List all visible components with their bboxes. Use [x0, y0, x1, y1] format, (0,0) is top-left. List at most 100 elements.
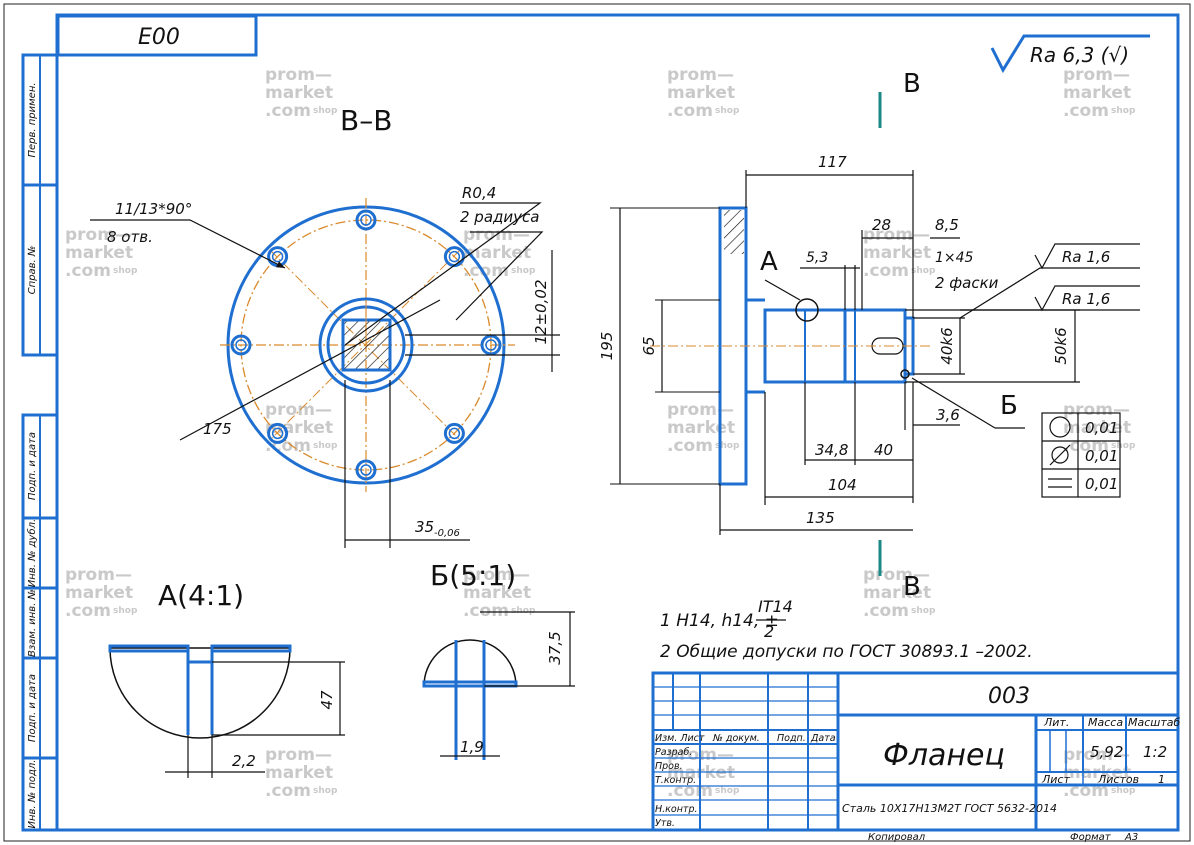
svg-text:shop: shop	[511, 606, 536, 616]
col-mass: Масса	[1088, 716, 1123, 729]
dim-117: 117	[818, 153, 847, 171]
cylindricity-icon	[1049, 444, 1071, 466]
svg-text:market: market	[1063, 83, 1131, 103]
svg-text:prom—: prom—	[463, 565, 530, 585]
front-view-dimensions	[90, 202, 560, 548]
detail-a	[108, 644, 345, 778]
dim-65: 65	[640, 336, 658, 355]
head-izm: Изм. Лист	[655, 733, 705, 744]
parallelism-icon	[1048, 478, 1072, 488]
col-scale: Масштаб	[1128, 716, 1180, 729]
svg-text:.com: .com	[1063, 101, 1109, 121]
svg-text:market: market	[65, 243, 133, 263]
row-nkontr: Н.контр.	[655, 804, 698, 815]
svg-text:.com: .com	[863, 261, 909, 281]
bolt-hole	[355, 459, 377, 481]
holes-note-2: 8 отв.	[107, 228, 153, 246]
detail-b	[422, 611, 575, 760]
drawing-frame	[3, 3, 1191, 842]
code-box: E00	[138, 25, 180, 50]
svg-text:.com: .com	[863, 601, 909, 621]
detail-b-title: Б(5:1)	[430, 559, 516, 592]
front-view	[220, 198, 515, 492]
svg-text:prom—: prom—	[667, 400, 734, 420]
ra-2: Ra 1,6	[1062, 290, 1110, 308]
svg-text:shop: shop	[113, 266, 138, 276]
svg-text:shop: shop	[511, 266, 536, 276]
svg-text:market: market	[265, 83, 333, 103]
svg-text:market: market	[463, 243, 531, 263]
radius-note-1: R0,4	[462, 184, 496, 202]
tolerance-1: 0,01	[1085, 419, 1118, 437]
side-label-1: Перв. примен.	[27, 82, 38, 157]
bolt-hole	[267, 422, 289, 444]
detail-b-dim-19: 1,9	[460, 738, 484, 756]
svg-text:prom—: prom—	[265, 400, 332, 420]
detail-b-dim-375: 37,5	[546, 631, 564, 664]
row-tkontr: Т.контр.	[655, 775, 696, 786]
svg-text:prom—: prom—	[265, 65, 332, 85]
svg-text:market: market	[265, 763, 333, 783]
svg-text:market: market	[1063, 418, 1131, 438]
svg-text:.com: .com	[265, 101, 311, 121]
ra-1: Ra 1,6	[1062, 248, 1110, 266]
row-prov: Пров.	[655, 761, 683, 772]
bolt-hole	[443, 422, 465, 444]
sheets-value: 1	[1158, 773, 1165, 786]
svg-text:shop: shop	[715, 441, 740, 451]
dim-35-tol: -0,06	[434, 528, 460, 539]
head-doc: № докум.	[712, 733, 760, 744]
tolerance-3: 0,01	[1085, 475, 1118, 493]
holes-note-1: 11/13*90°	[115, 200, 192, 218]
dim-bolt-circle: 175	[203, 420, 232, 438]
chamfer-1: 1×45	[935, 250, 974, 266]
material: Сталь 10Х17Н13М2Т ГОСТ 5632-2014	[842, 802, 1057, 815]
side-view	[610, 206, 930, 486]
radius-note-2: 2 радиуса	[460, 208, 539, 226]
dim-195: 195	[598, 332, 616, 361]
dim-36: 3,6	[936, 406, 960, 424]
svg-text:.com: .com	[65, 261, 111, 281]
technical-notes: 1 H14, h14, ± IT14 2 2 Общие допуски по …	[660, 597, 1033, 662]
label-a: А	[760, 247, 778, 277]
svg-text:shop: shop	[1111, 786, 1136, 796]
svg-text:market: market	[863, 243, 931, 263]
format-label: Формат	[1070, 832, 1112, 843]
side-label-7: Инв. № подл.	[27, 760, 38, 829]
svg-text:shop: shop	[911, 266, 936, 276]
sheet-label: Лист	[1041, 773, 1070, 786]
cut-mark-bottom: В	[903, 572, 921, 602]
svg-text:shop: shop	[113, 606, 138, 616]
svg-text:shop: shop	[313, 441, 338, 451]
svg-text:shop: shop	[1111, 106, 1136, 116]
bolt-hole	[355, 209, 377, 231]
dim-35: 35	[415, 518, 434, 536]
svg-text:market: market	[463, 583, 531, 603]
detail-a-dim-22: 2,2	[232, 752, 256, 770]
dim-key: 12±0,02	[532, 279, 550, 344]
bolt-hole	[480, 334, 502, 356]
chamfer-2: 2 фаски	[935, 274, 999, 292]
svg-text:shop: shop	[313, 786, 338, 796]
head-date: Дата	[810, 733, 836, 744]
side-label-5: Взам. инв. №	[27, 589, 38, 657]
side-view-dimensions	[619, 170, 1140, 535]
svg-text:shop: shop	[715, 106, 740, 116]
note-1-frac-bottom: 2	[764, 622, 774, 641]
svg-text:.com: .com	[667, 436, 713, 456]
roughness-general-text: Ra 6,3 (√)	[1030, 43, 1129, 67]
svg-text:.com: .com	[463, 261, 509, 281]
dim-135: 135	[806, 509, 835, 527]
svg-text:market: market	[667, 763, 735, 783]
dim-50k6: 50k6	[1052, 327, 1070, 364]
col-lit: Лит.	[1043, 716, 1069, 729]
svg-text:market: market	[863, 583, 931, 603]
dim-53: 5,3	[806, 250, 828, 266]
side-label-6: Подп. и дата	[27, 674, 38, 742]
